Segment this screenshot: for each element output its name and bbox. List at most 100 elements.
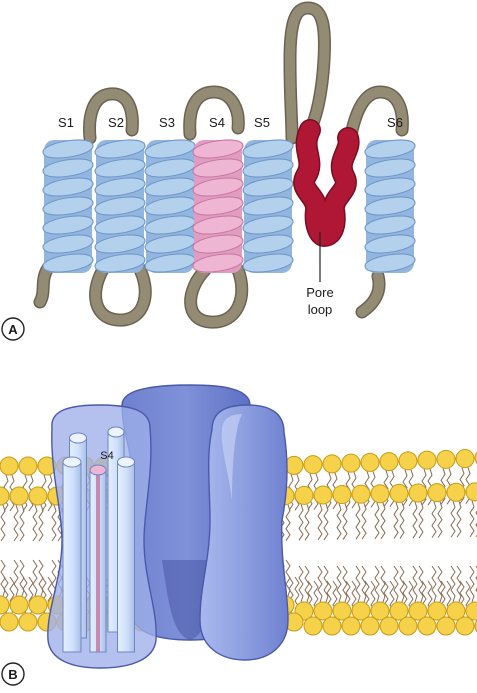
lipid-head [303, 455, 323, 475]
helix-turn [242, 253, 294, 273]
pore-label-line2: loop [308, 302, 333, 317]
lipid-tail [393, 502, 399, 539]
lipid-head [436, 449, 456, 469]
helix-turn [364, 196, 416, 216]
lipid-tail [380, 502, 386, 540]
helix-turn [94, 177, 146, 197]
helices [42, 139, 416, 273]
segment-label-s3: S3 [159, 115, 175, 130]
lipid-tail [418, 501, 424, 539]
lipid-head [389, 601, 409, 621]
lipid-tail [317, 565, 323, 603]
lipid-head [341, 616, 361, 636]
panel-a-letter: A [1, 317, 25, 341]
connecting-loops [33, 1, 409, 329]
helix-turn [94, 196, 146, 216]
helix-turn [242, 177, 294, 197]
helix-s1 [42, 139, 94, 273]
panel-b-letter: B [1, 662, 25, 686]
lipid-tail [32, 504, 38, 542]
lipid-tail [412, 565, 418, 603]
loop-1 [84, 88, 138, 143]
helix-turn [42, 234, 94, 254]
lipid-tail [336, 565, 342, 603]
lipid-head [465, 482, 477, 502]
lipid-head [436, 616, 456, 636]
lipid-head [398, 616, 418, 636]
loop-2 [90, 257, 151, 325]
lipid-tail [383, 470, 389, 507]
panel-b-s4-label: S4 [100, 450, 113, 462]
helix-turn [192, 139, 244, 159]
tube-top [89, 464, 107, 476]
helix-turn [94, 139, 146, 159]
lipid-head [0, 456, 19, 476]
lipid-tail [285, 504, 291, 541]
lipid-tail [437, 565, 443, 603]
lipid-tail [421, 468, 427, 506]
lipid-head [417, 616, 437, 636]
lipid-head [427, 483, 447, 503]
lipid-head [370, 601, 390, 621]
lipid-head [332, 601, 352, 621]
helix-turn [42, 158, 94, 178]
helix-turn [192, 196, 244, 216]
lipid-head [332, 485, 352, 505]
lipid-head [455, 449, 475, 469]
lipid-tail [399, 565, 405, 603]
panel-letter-circle [1, 317, 25, 341]
helix-turn [94, 158, 146, 178]
segment-label-s1: S1 [58, 115, 74, 130]
helix-turn [242, 158, 294, 178]
helix-turn [42, 177, 94, 197]
pore-loop [293, 119, 360, 247]
tube-top [117, 456, 135, 468]
helix-s4 [192, 139, 244, 273]
lipid-head [9, 595, 29, 615]
lipid-tail [431, 501, 437, 538]
lipid-head [18, 456, 38, 476]
lipid-tail [0, 504, 6, 542]
helix-turn [364, 253, 416, 273]
lipid-tail [374, 502, 380, 540]
lipid-head [360, 616, 380, 636]
lipid-head [0, 486, 10, 506]
lipid-head [360, 452, 380, 472]
panel-b-letter-text: B [8, 667, 17, 682]
lipid-head [455, 616, 475, 636]
helix-turn [242, 196, 294, 216]
lipid-tail [32, 559, 38, 597]
tube-3 [117, 456, 135, 653]
lipid-head [303, 616, 323, 636]
lipid-tail [412, 501, 418, 539]
loop-7 [357, 271, 384, 317]
lipid-tail [399, 502, 405, 539]
lipid-head [9, 486, 29, 506]
lipid-tail [450, 501, 456, 538]
tube-body [62, 461, 82, 653]
tube-2 [62, 456, 82, 653]
lipid-tail [456, 501, 462, 538]
helix-turn [42, 139, 94, 159]
loop-5 [284, 2, 330, 143]
lipid-head [370, 484, 390, 504]
loop-6 [345, 86, 408, 145]
lipid-head [341, 453, 361, 473]
helix-turn [192, 234, 244, 254]
lipid-tail [418, 565, 424, 603]
helix-s6 [364, 139, 416, 273]
helix-turn [94, 253, 146, 273]
lipid-tail [38, 504, 44, 542]
lipid-tail [380, 565, 386, 603]
lipid-head [446, 601, 466, 621]
lipid-tail [298, 504, 304, 541]
helix-turn [192, 177, 244, 197]
lipid-tail [361, 565, 367, 603]
helix-turn [94, 215, 146, 235]
lipid-tail [51, 504, 57, 542]
lipid-head [322, 454, 342, 474]
helix-s2 [94, 139, 146, 273]
tube-top [69, 432, 87, 444]
loop-0 [35, 263, 53, 307]
